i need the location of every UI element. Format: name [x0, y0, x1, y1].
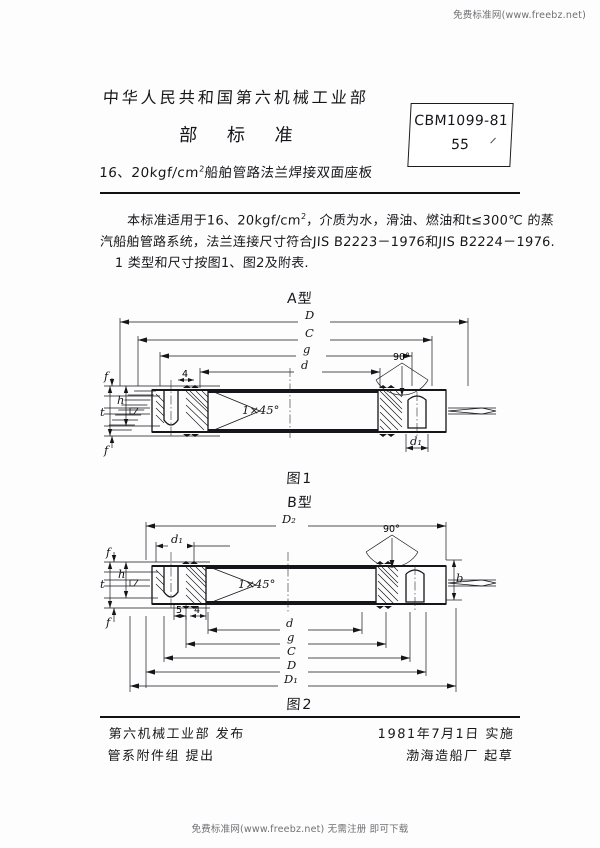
bevel-label-b: 1×45°: [238, 577, 275, 591]
weld-beads-b: [182, 561, 392, 609]
hatch-left-a: [108, 390, 209, 431]
scope-line-1-b: ，介质为水，滑油、燃油和t≤300℃ 的蒸: [305, 213, 555, 229]
figure-b-caption: 图2: [285, 697, 314, 713]
dim-g: g: [159, 342, 413, 386]
dim-D1-lower-b: D₁: [129, 608, 457, 692]
title-suffix: 船舶管路法兰焊接双面座板: [203, 165, 374, 181]
dim-label-h-a: h: [117, 393, 124, 407]
footer-effective-line-1: 1981年7月1日 实施: [377, 727, 515, 742]
document-type: 部 标 准: [178, 125, 306, 146]
footer-issuer-line-1: 第六机械工业部 发布: [108, 727, 246, 742]
dim-d1-a: d₁: [405, 434, 429, 452]
standard-title: 16、20kgf/cm2船舶管路法兰焊接双面座板: [85, 161, 386, 182]
dim-label-C-b: C: [287, 644, 296, 658]
hatch-hole-left-a: [155, 393, 165, 424]
figure-a-drawing: D C g: [100, 308, 497, 457]
dim-D-lower-b: D: [145, 612, 427, 688]
footer-effective-line-2: 渤海造船厂 起草: [405, 749, 514, 764]
hatch-hole-left-b: [155, 569, 165, 593]
chamfer-annotation-b: 90°: [365, 524, 419, 568]
scope-line-2: 汽船舶管路系统，法兰连接尺寸符合JIS B2223－1976和JIS B2224…: [99, 234, 556, 250]
figure-b-drawing: D₂ d₁ 90°: [100, 512, 497, 692]
standard-number-box: CBM1099-81 55: [407, 103, 514, 167]
dim-d1-b: d₁: [155, 532, 230, 562]
chamfer-angle-label-b: 90°: [383, 524, 400, 535]
scope-line-1: 本标准适用于16、20kgf/cm2，介质为水，滑油、燃油和t≤300℃ 的蒸: [100, 206, 555, 232]
dim-label-f-top-a: f: [103, 369, 110, 383]
dim-label-4-a: 4: [182, 369, 188, 380]
footer-effective-block: 1981年7月1日 实施 渤海造船厂 起草: [376, 724, 515, 768]
header-divider: [100, 192, 520, 195]
chamfer-angle-label-a: 90°: [393, 352, 410, 363]
figure-a-caption: 图1: [285, 471, 314, 487]
dim-d: d: [199, 358, 381, 388]
scope-line-1-unit: kgf/cm: [254, 213, 302, 229]
dim-label-f-bottom-a: f: [103, 443, 110, 457]
dim-label-D: D: [304, 308, 314, 322]
bevel-label-a: 1×45°: [242, 403, 279, 417]
footer-issuer-block: 第六机械工业部 发布 管系附件组 提出: [107, 724, 245, 768]
dim-left-stack-a: f h t f: [100, 369, 220, 457]
scope-line-3: 1 类型和尺寸按图1、图2及附表.: [114, 256, 310, 272]
dim-C-lower-b: C: [163, 612, 411, 662]
dim-label-D1-b: D₁: [283, 672, 298, 686]
ministry-name: 中华人民共和国第六机械工业部: [102, 88, 370, 107]
dim-label-C: C: [305, 326, 314, 340]
figure-b-type-label: B型: [286, 495, 314, 511]
dim-label-d-b: d: [286, 616, 293, 630]
page-number: 55: [450, 137, 470, 153]
dim-label-b-right: b: [456, 571, 463, 585]
hatch-right-a: [379, 390, 403, 431]
dim-D: D: [119, 308, 469, 386]
hatch-right-b: [377, 566, 399, 605]
dim-C: C: [137, 326, 433, 386]
hatch-left-b: [185, 566, 207, 605]
dim-label-5-b: 5: [176, 605, 182, 616]
dim-label-f-bottom-b: f: [105, 615, 112, 629]
watermark-top: 免费标准网(www.freebz.net): [453, 10, 586, 21]
title-unit: kgf/cm: [149, 165, 200, 181]
dim-label-d1-a: d₁: [410, 434, 422, 448]
dim-D2-b: D₂: [145, 512, 447, 560]
flange-section-b: 1×45°: [104, 552, 497, 612]
dim-d-lower-b: d: [207, 612, 363, 634]
dim-label-t-b: t: [100, 577, 105, 591]
dim-label-g-b: g: [287, 630, 294, 644]
dim-label-D2-b: D₂: [281, 512, 296, 526]
dim-label-d: d: [301, 358, 308, 372]
dim-label-f-top-b: f: [105, 545, 112, 559]
standard-number: CBM1099-81: [413, 113, 509, 129]
dim-small-4-a: 4: [178, 369, 194, 382]
flange-section-a: 1×45°: [104, 368, 497, 438]
dim-g-lower-b: g: [185, 612, 387, 648]
footer-issuer-line-2: 管系附件组 提出: [107, 749, 215, 764]
header-title-block: 中华人民共和国第六机械工业部 部 标 准 16、20kgf/cm2船舶管路法兰焊…: [86, 84, 386, 181]
scope-line-1-a: 本标准适用于16、20: [126, 213, 255, 229]
watermark-bottom: 免费标准网(www.freebz.net) 无需注册 即可下载: [191, 824, 409, 835]
dim-5-4-b: 5 4: [173, 604, 207, 620]
dim-b-right: b: [446, 559, 463, 601]
footer-divider: [100, 716, 520, 719]
scope-paragraph: 本标准适用于16、20kgf/cm2，介质为水，滑油、燃油和t≤300℃ 的蒸 …: [98, 206, 556, 275]
dim-left-stack-b: f h t f: [100, 545, 210, 629]
figure-b-container: B型 D₂ d₁: [0, 492, 600, 714]
dim-label-g: g: [303, 342, 310, 356]
dim-label-d1-label-b: d₁: [171, 532, 183, 546]
dim-label-t-a: t: [100, 405, 105, 419]
figure-a-container: A型 D C: [0, 288, 600, 488]
dim-label-4-b: 4: [194, 605, 200, 616]
dim-label-D-b: D: [286, 658, 296, 672]
dim-label-h-b: h: [118, 567, 125, 581]
weld-beads-a: [183, 385, 395, 437]
title-prefix: 16、20: [98, 165, 151, 181]
figure-a-type-label: A型: [286, 291, 314, 307]
